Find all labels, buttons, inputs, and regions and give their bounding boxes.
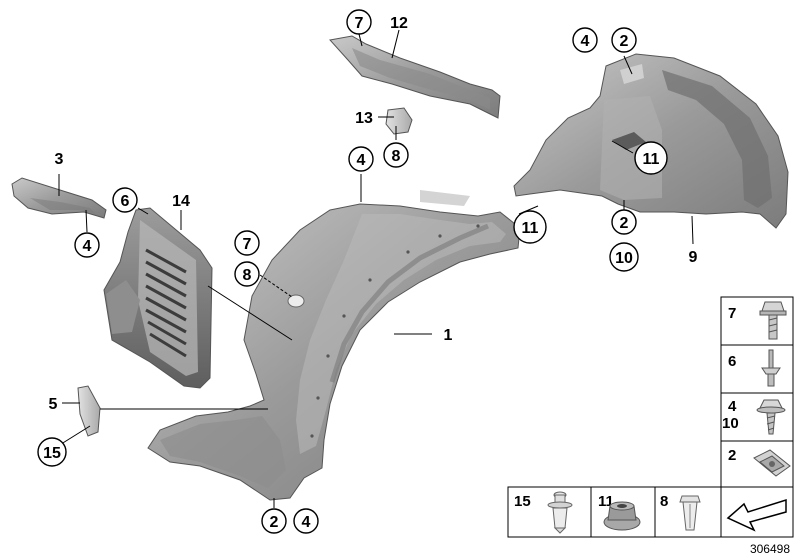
legend-item-4-10: 4 10 [722,398,786,435]
svg-text:8: 8 [660,493,668,510]
callout-4-bottom: 4 [293,508,319,534]
callout-9: 9 [689,249,698,266]
legend-item-7: 7 [728,301,787,340]
part-13-clip [385,107,413,135]
plastic-nut-icon [679,495,701,531]
svg-text:15: 15 [43,445,61,462]
svg-text:4: 4 [357,152,366,169]
callout-12: 12 [390,15,408,32]
svg-text:2: 2 [620,215,629,232]
svg-text:3: 3 [55,151,64,168]
legend-item-arrow [726,498,787,532]
callout-11-outer: 11 [513,210,547,244]
legend-item-8: 8 [660,493,701,531]
svg-text:5: 5 [49,396,58,413]
svg-text:7: 7 [728,305,736,322]
svg-text:9: 9 [689,249,698,266]
legend-item-6: 6 [728,349,781,387]
callout-8-middle: 8 [234,261,260,287]
callout-15-left: 15 [37,437,67,467]
part-3-bracket [11,177,107,219]
legend-item-15: 15 [514,491,573,534]
callout-2-right: 2 [611,209,637,235]
legend-item-2: 2 [728,447,791,477]
expansion-rivet-icon [547,491,573,534]
pin-screw-icon [761,349,781,387]
svg-text:8: 8 [392,148,401,165]
callout-7-top: 7 [346,9,372,35]
svg-text:4: 4 [302,514,311,531]
callout-2-bottom: 2 [261,508,287,534]
svg-text:11: 11 [643,151,660,168]
callout-1: 1 [444,327,453,344]
svg-text:15: 15 [514,493,531,510]
callout-7-middle: 7 [234,230,260,256]
svg-text:4: 4 [728,398,737,415]
svg-text:6: 6 [121,193,130,210]
svg-text:14: 14 [172,193,190,210]
svg-text:1: 1 [444,327,453,344]
part-14-grille [103,207,213,389]
svg-text:4: 4 [581,33,590,50]
part-1-wheel-arch-liner [147,190,521,501]
svg-text:11: 11 [522,220,539,237]
callout-4-left: 4 [74,232,100,258]
callout-11-inner: 11 [634,141,668,175]
svg-text:10: 10 [722,415,739,432]
diagram-reference-number: 306498 [750,542,790,556]
legend-item-11: 11 [598,493,641,531]
speed-nut-icon [753,449,791,477]
part-12-bracket [329,35,501,119]
grille-slats [145,248,187,358]
svg-text:7: 7 [355,15,364,32]
svg-text:10: 10 [615,250,633,267]
part-5-plate [77,385,101,437]
flange-nut-icon [603,501,641,531]
callout-10: 10 [609,242,639,272]
direction-arrow-icon [726,498,787,532]
callout-5: 5 [49,396,58,413]
part-9-wheel-arch-liner [513,53,789,229]
svg-text:2: 2 [728,447,736,464]
callout-3: 3 [55,151,64,168]
fastener-legend-row: 15 11 8 [507,486,794,538]
collar-screw-icon [756,399,786,435]
callout-4-top-right: 4 [572,27,598,53]
svg-text:8: 8 [243,267,252,284]
svg-text:7: 7 [243,236,252,253]
callout-6: 6 [112,187,138,213]
svg-text:6: 6 [728,353,736,370]
callout-4-center: 4 [348,146,374,172]
callout-13: 13 [355,110,373,127]
callout-8-top: 8 [383,142,409,168]
svg-text:13: 13 [355,110,373,127]
callout-2-top-right: 2 [611,27,637,53]
hex-bolt-icon [759,301,787,340]
callout-14: 14 [172,193,190,210]
svg-text:2: 2 [270,514,279,531]
svg-text:4: 4 [83,238,92,255]
svg-text:12: 12 [390,15,408,32]
fastener-legend-column: 7 6 4 10 [720,296,794,488]
svg-text:2: 2 [620,33,629,50]
